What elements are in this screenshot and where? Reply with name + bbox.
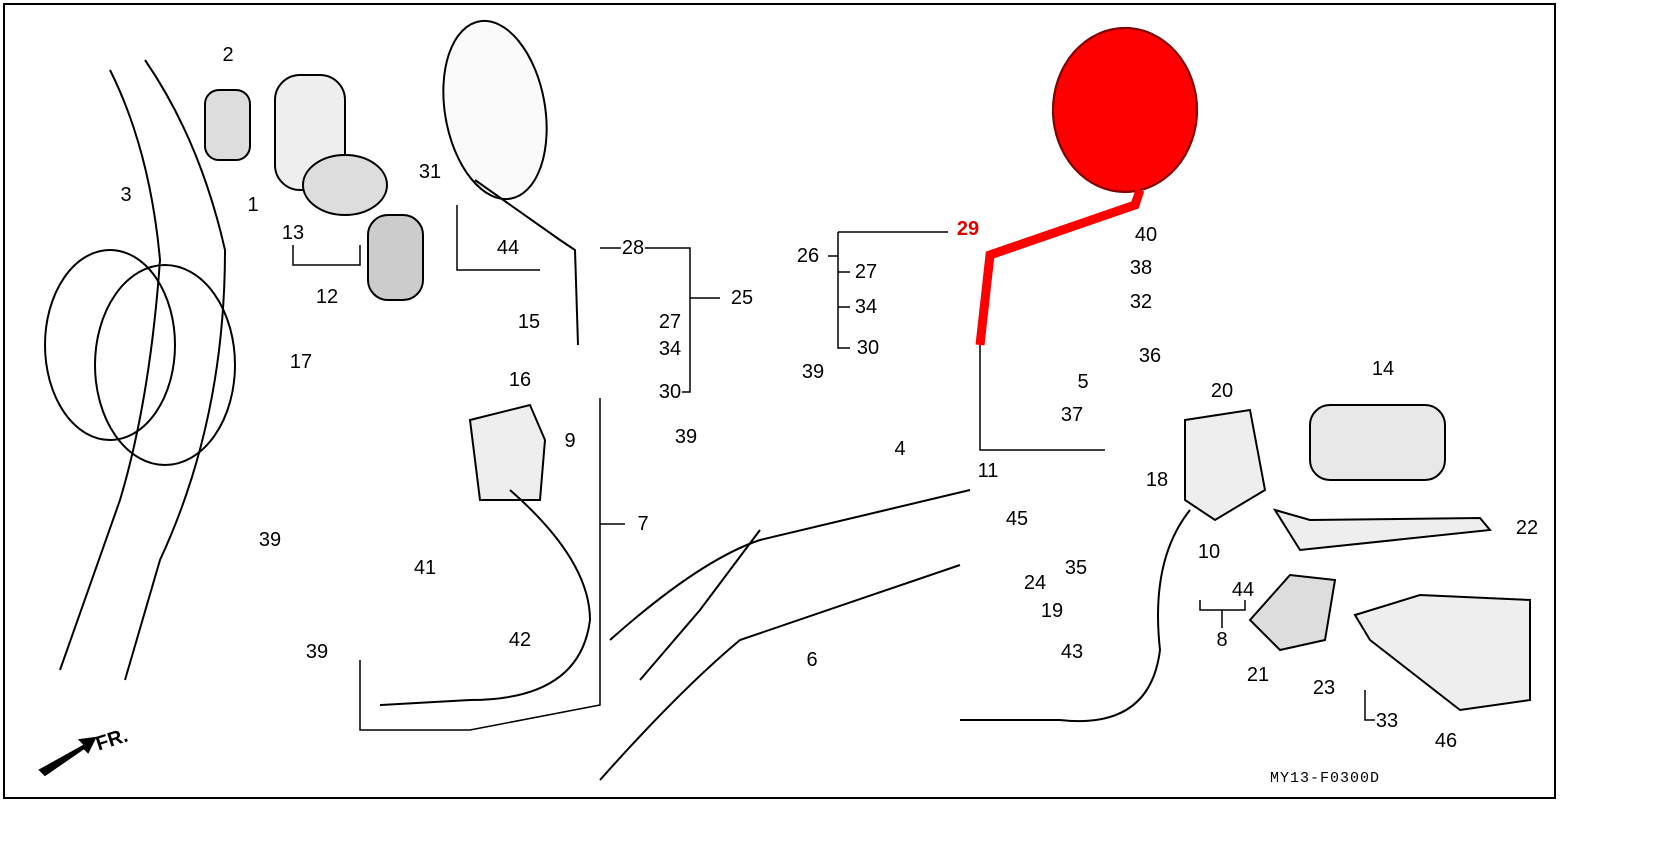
part-label-19[interactable]: 19 [1039,600,1065,622]
brake-lever [1272,508,1492,552]
part-label-32[interactable]: 32 [1128,291,1154,313]
part-label-22[interactable]: 22 [1514,517,1540,539]
part-label-5[interactable]: 5 [1076,371,1090,393]
part-label-6[interactable]: 6 [805,649,819,671]
part-label-45[interactable]: 45 [1004,508,1030,530]
part-label-39d[interactable]: 39 [304,641,330,663]
part-label-18[interactable]: 18 [1144,469,1170,491]
part-label-42[interactable]: 42 [507,629,533,651]
part-label-14[interactable]: 14 [1370,358,1396,380]
part-label-37[interactable]: 37 [1059,404,1085,426]
part-label-8[interactable]: 8 [1215,629,1229,651]
part-label-24[interactable]: 24 [1022,572,1048,594]
throttle-grip [274,74,424,301]
part-label-39[interactable]: 39 [800,361,826,383]
part-label-27b[interactable]: 27 [657,311,683,333]
part-label-1[interactable]: 1 [246,194,260,216]
part-label-16[interactable]: 16 [507,369,533,391]
part-label-4[interactable]: 4 [893,438,907,460]
part-label-34b[interactable]: 34 [657,338,683,360]
switch-housing [468,403,547,501]
throttle-cables [44,59,236,681]
part-label-20[interactable]: 20 [1209,380,1235,402]
part-label-29-highlighted[interactable]: 29 [955,218,981,240]
part-label-31[interactable]: 31 [417,161,443,183]
part-label-30b[interactable]: 30 [657,381,683,403]
handguard-small [1248,573,1337,652]
part-label-10[interactable]: 10 [1196,541,1222,563]
part-label-21[interactable]: 21 [1245,664,1271,686]
part-label-39c[interactable]: 39 [257,529,283,551]
part-label-23[interactable]: 23 [1311,677,1337,699]
grip-cap-icon [204,89,251,161]
left-mirror [442,19,579,346]
front-direction-arrow-icon [38,736,97,777]
part-label-12[interactable]: 12 [314,286,340,308]
part-label-36[interactable]: 36 [1137,345,1163,367]
part-label-44b[interactable]: 44 [1230,579,1256,601]
part-label-38[interactable]: 38 [1128,257,1154,279]
part-label-41[interactable]: 41 [412,557,438,579]
part-label-40[interactable]: 40 [1133,224,1159,246]
handguard-large [1353,593,1531,712]
part-label-35[interactable]: 35 [1063,557,1089,579]
part-label-3[interactable]: 3 [119,184,133,206]
right-mirror-highlighted [975,27,1198,451]
part-label-43[interactable]: 43 [1059,641,1085,663]
part-label-27[interactable]: 27 [853,261,879,283]
diagram-code: MY13-F0300D [1269,770,1381,787]
part-label-17[interactable]: 17 [288,351,314,373]
right-grip [1309,404,1446,481]
part-label-13[interactable]: 13 [280,222,306,244]
part-label-2[interactable]: 2 [221,44,235,66]
part-label-46[interactable]: 46 [1433,730,1459,752]
part-label-39b[interactable]: 39 [673,426,699,448]
right-switch-housing [1184,408,1267,522]
part-label-33[interactable]: 33 [1374,710,1400,732]
part-label-15[interactable]: 15 [516,311,542,333]
part-label-34[interactable]: 34 [853,296,879,318]
part-label-44[interactable]: 44 [495,237,521,259]
part-label-7[interactable]: 7 [636,513,650,535]
part-label-9[interactable]: 9 [563,430,577,452]
part-label-11[interactable]: 11 [976,460,1000,482]
part-label-30[interactable]: 30 [855,337,881,359]
part-label-25[interactable]: 25 [729,287,755,309]
part-label-28[interactable]: 28 [620,237,646,259]
part-label-26[interactable]: 26 [795,245,821,267]
diagram-border [3,3,1556,799]
